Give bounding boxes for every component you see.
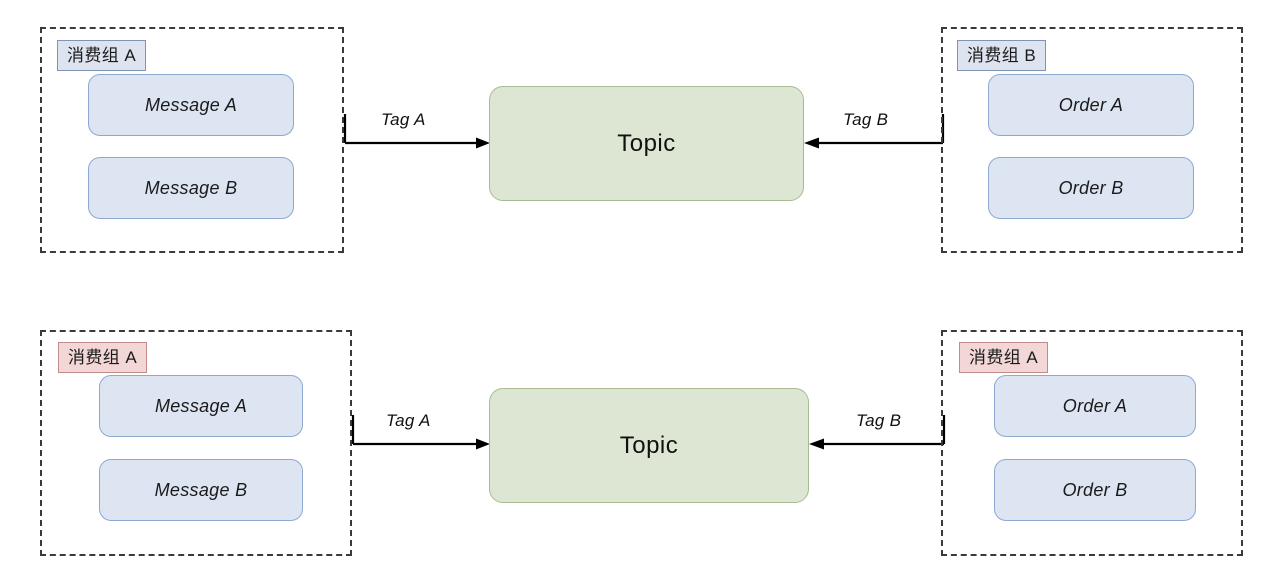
edge-bottom-right-tag-b — [809, 415, 946, 450]
consumer-group-badge-top-right: 消费组 B — [957, 40, 1047, 71]
consumer-group-container-bottom-right — [941, 330, 1243, 556]
consumer-group-badge-top-left: 消费组 A — [57, 40, 147, 71]
order-card-top-right-2: Order B — [988, 157, 1194, 219]
order-card-top-right-1: Order A — [988, 74, 1194, 136]
edge-top-left-tag-a — [343, 114, 490, 149]
topic-node-top: Topic — [489, 86, 804, 201]
order-card-bottom-right-2: Order B — [994, 459, 1196, 521]
consumer-group-container-bottom-left — [40, 330, 352, 556]
edge-label-top-right: Tag B — [843, 110, 889, 129]
consumer-group-badge-bottom-left: 消费组 A — [58, 342, 148, 373]
edge-top-right-tag-b — [804, 114, 945, 149]
edge-label-top-left: Tag A — [381, 110, 426, 129]
consumer-group-container-top-right — [941, 27, 1243, 253]
edge-bottom-left-tag-a — [351, 415, 490, 450]
order-card-bottom-right-1: Order A — [994, 375, 1196, 437]
message-card-bottom-left-2: Message B — [99, 459, 303, 521]
message-card-top-left-1: Message A — [88, 74, 294, 136]
consumer-group-container-top-left — [40, 27, 344, 253]
consumer-group-badge-bottom-right: 消费组 A — [959, 342, 1049, 373]
edge-label-bottom-right: Tag B — [856, 411, 902, 430]
message-card-top-left-2: Message B — [88, 157, 294, 219]
topic-node-bottom: Topic — [489, 388, 809, 503]
message-card-bottom-left-1: Message A — [99, 375, 303, 437]
edge-label-bottom-left: Tag A — [386, 411, 431, 430]
